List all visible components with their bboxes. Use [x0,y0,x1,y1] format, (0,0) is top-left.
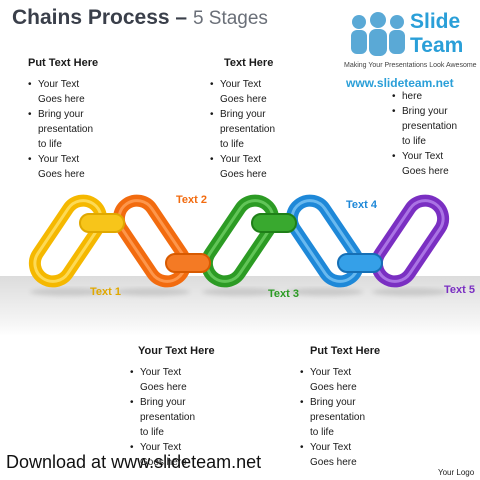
bullet-item: Your Text Goes here [130,440,202,470]
bullet-item: Your Text Goes here [28,77,100,107]
text-block-bottom-left: Your Text Here Your Text Goes here Bring… [130,344,250,470]
bullet-item: Your Text Goes here [210,77,282,107]
chain-link-3 [200,194,280,288]
chain-link-2 [112,194,192,288]
bullet-item: Bring your presentation to life [130,395,202,440]
chain-link-4 [285,194,365,288]
chain-link-5 [370,194,450,288]
bullet-item: Your Text Goes here [210,152,282,182]
logo-name-line1: Slide [410,10,461,33]
chain-connector-1 [79,213,125,233]
your-logo-placeholder: Your Logo [438,468,475,477]
logo-url: www.slideteam.net [346,76,454,90]
chain-connector-4 [337,253,383,273]
block-heading: Your Text Here [138,345,215,357]
logo-name-line2: Team [410,34,464,57]
bullet-item: Your Text Goes here [28,152,100,182]
bullet-item: Your Text Goes here [130,365,202,395]
text-block-top-center: Text Here Your Text Goes here Bring your… [210,56,320,182]
page-title: Chains Process – 5 Stages [12,6,268,30]
title-main: Chains Process – [12,6,188,29]
text-block-top-right: here Bring your presentation to life You… [392,89,472,179]
bullet-item: Bring your presentation to life [300,395,372,440]
bullet-item: Bring your presentation to life [210,107,282,152]
chain-connector-2 [165,253,211,273]
download-footer: Download at www.slideteam.net [6,452,262,472]
bullet-item: Bring your presentation to life [28,107,100,152]
chain-label-2: Text 2 [176,194,207,206]
text-block-bottom-right: Put Text Here Your Text Goes here Bring … [300,344,420,470]
people-icon [351,12,405,56]
chain-diagram [28,194,450,296]
chain-link-1 [28,194,108,288]
brand-logo: Slide Team Making Your Presentations Loo… [344,8,477,98]
chain-label-5: Text 5 [444,284,475,296]
chain-label-4: Text 4 [346,199,377,211]
bullet-item: here [392,89,464,104]
chain-label-1: Text 1 [90,286,121,298]
block-heading: Put Text Here [28,57,99,69]
title-sub: 5 Stages [192,8,268,29]
chain-connector-3 [251,213,297,233]
block-heading: Text Here [224,57,274,69]
text-block-top-left: Put Text Here Your Text Goes here Bring … [28,56,138,182]
logo-tagline: Making Your Presentations Look Awesome [344,62,477,69]
block-heading: Put Text Here [310,345,381,357]
bullet-item: Your Text Goes here [300,365,372,395]
bullet-item: Your Text Goes here [300,440,372,470]
bullet-item: Your Text Goes here [392,149,464,179]
chain-label-3: Text 3 [268,288,299,300]
bullet-item: Bring your presentation to life [392,104,464,149]
